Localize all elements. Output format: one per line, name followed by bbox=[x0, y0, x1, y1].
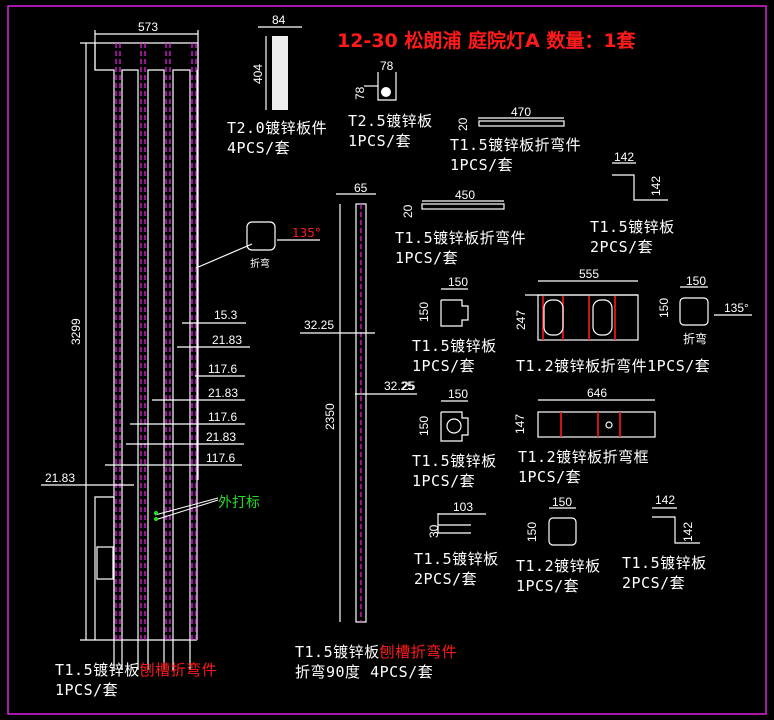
zplate-top-drawing: 142 142 bbox=[612, 150, 668, 201]
dim-147: 147 bbox=[513, 414, 527, 434]
dim-142-a: 142 bbox=[614, 150, 634, 164]
plate-150-a-drawing: 150 150 bbox=[417, 275, 469, 327]
dim-573: 573 bbox=[138, 20, 158, 34]
main-panel-drawing: 573 3299 15.3 21.83 117.6 21.83 117.6 21… bbox=[41, 20, 320, 670]
detail-135-b-drawing: 150 150 135° 折弯 bbox=[657, 274, 752, 346]
dim-30: 30 bbox=[427, 524, 441, 538]
dim-150-a-w: 150 bbox=[448, 275, 468, 289]
plate-103-drawing: 103 30 bbox=[427, 500, 486, 538]
dim-15-3: 15.3 bbox=[214, 308, 238, 322]
dim-103: 103 bbox=[453, 500, 473, 514]
dim-117-6-b: 117.6 bbox=[208, 410, 237, 424]
dim-21-83-a: 21.83 bbox=[212, 333, 242, 347]
strip-84-drawing: 84 404 bbox=[251, 13, 302, 110]
part-label-long-2350: T1.5镀锌板刨槽折弯件折弯90度 4PCS/套 bbox=[295, 643, 458, 681]
dim-150-c-w: 150 bbox=[552, 495, 572, 509]
dim-142-b: 142 bbox=[649, 176, 663, 196]
angle-135-a: 135° bbox=[292, 226, 321, 240]
dim-555: 555 bbox=[579, 267, 599, 281]
bend-note-b: 折弯 bbox=[683, 331, 707, 346]
plate-78-drawing: 78 78 bbox=[353, 59, 397, 101]
dim-65: 65 bbox=[354, 181, 368, 195]
stray-dim-25: 25 bbox=[402, 379, 416, 393]
bend-note-a: 折弯 bbox=[250, 257, 270, 270]
dim-150-d-w: 150 bbox=[686, 274, 706, 288]
dim-150-b-h: 150 bbox=[417, 416, 431, 436]
dim-20-b: 20 bbox=[401, 204, 415, 218]
dim-470: 470 bbox=[511, 105, 531, 119]
angle-135-b: 135° bbox=[724, 301, 749, 315]
dim-150-a-h: 150 bbox=[417, 302, 431, 322]
part-label-bent-555: T1.2镀锌板折弯件1PCS/套 bbox=[516, 357, 711, 375]
dim-32-25-a: 32.25 bbox=[304, 318, 334, 332]
dim-404: 404 bbox=[251, 64, 265, 84]
dim-117-6-a: 117.6 bbox=[208, 362, 237, 376]
dim-78-h: 78 bbox=[353, 86, 367, 100]
dim-20-a: 20 bbox=[456, 117, 470, 131]
zplate-bottom-drawing: 142 142 bbox=[652, 493, 700, 544]
bent-555-drawing: 555 247 bbox=[514, 267, 639, 341]
plate-150-c-drawing: 150 150 bbox=[525, 495, 577, 546]
frame-646-drawing: 646 147 bbox=[513, 386, 656, 438]
dim-32-25-b: 32.25 bbox=[384, 379, 414, 393]
dim-117-6-c: 117.6 bbox=[206, 451, 235, 465]
dim-78-w: 78 bbox=[380, 59, 394, 73]
dim-3299: 3299 bbox=[69, 318, 83, 345]
long-2350-drawing: 65 32.25 32.25 2350 bbox=[300, 181, 417, 623]
dim-21-83-d: 21.83 bbox=[45, 471, 75, 485]
dim-150-b-w: 150 bbox=[448, 387, 468, 401]
dim-142-c: 142 bbox=[655, 493, 675, 507]
plate-150-b-drawing: 150 150 25 bbox=[402, 379, 469, 442]
dim-150-c-h: 150 bbox=[525, 522, 539, 542]
dim-21-83-b: 21.83 bbox=[208, 386, 238, 400]
dim-150-d-h: 150 bbox=[657, 298, 671, 318]
dim-247: 247 bbox=[514, 310, 528, 330]
sheet-border bbox=[7, 5, 767, 715]
dim-21-83-c: 21.83 bbox=[206, 430, 236, 444]
marker-note: 外打标 bbox=[218, 495, 260, 511]
dim-142-d: 142 bbox=[681, 522, 695, 542]
drawing-title: 12-30 松朗浦 庭院灯A 数量：1套 bbox=[337, 30, 636, 52]
bent-450-drawing: 450 20 bbox=[401, 188, 505, 218]
dim-2350: 2350 bbox=[323, 403, 337, 430]
bent-470-drawing: 470 20 bbox=[456, 105, 565, 131]
dim-646: 646 bbox=[587, 386, 607, 400]
dim-450: 450 bbox=[455, 188, 475, 202]
dim-84: 84 bbox=[272, 13, 286, 27]
